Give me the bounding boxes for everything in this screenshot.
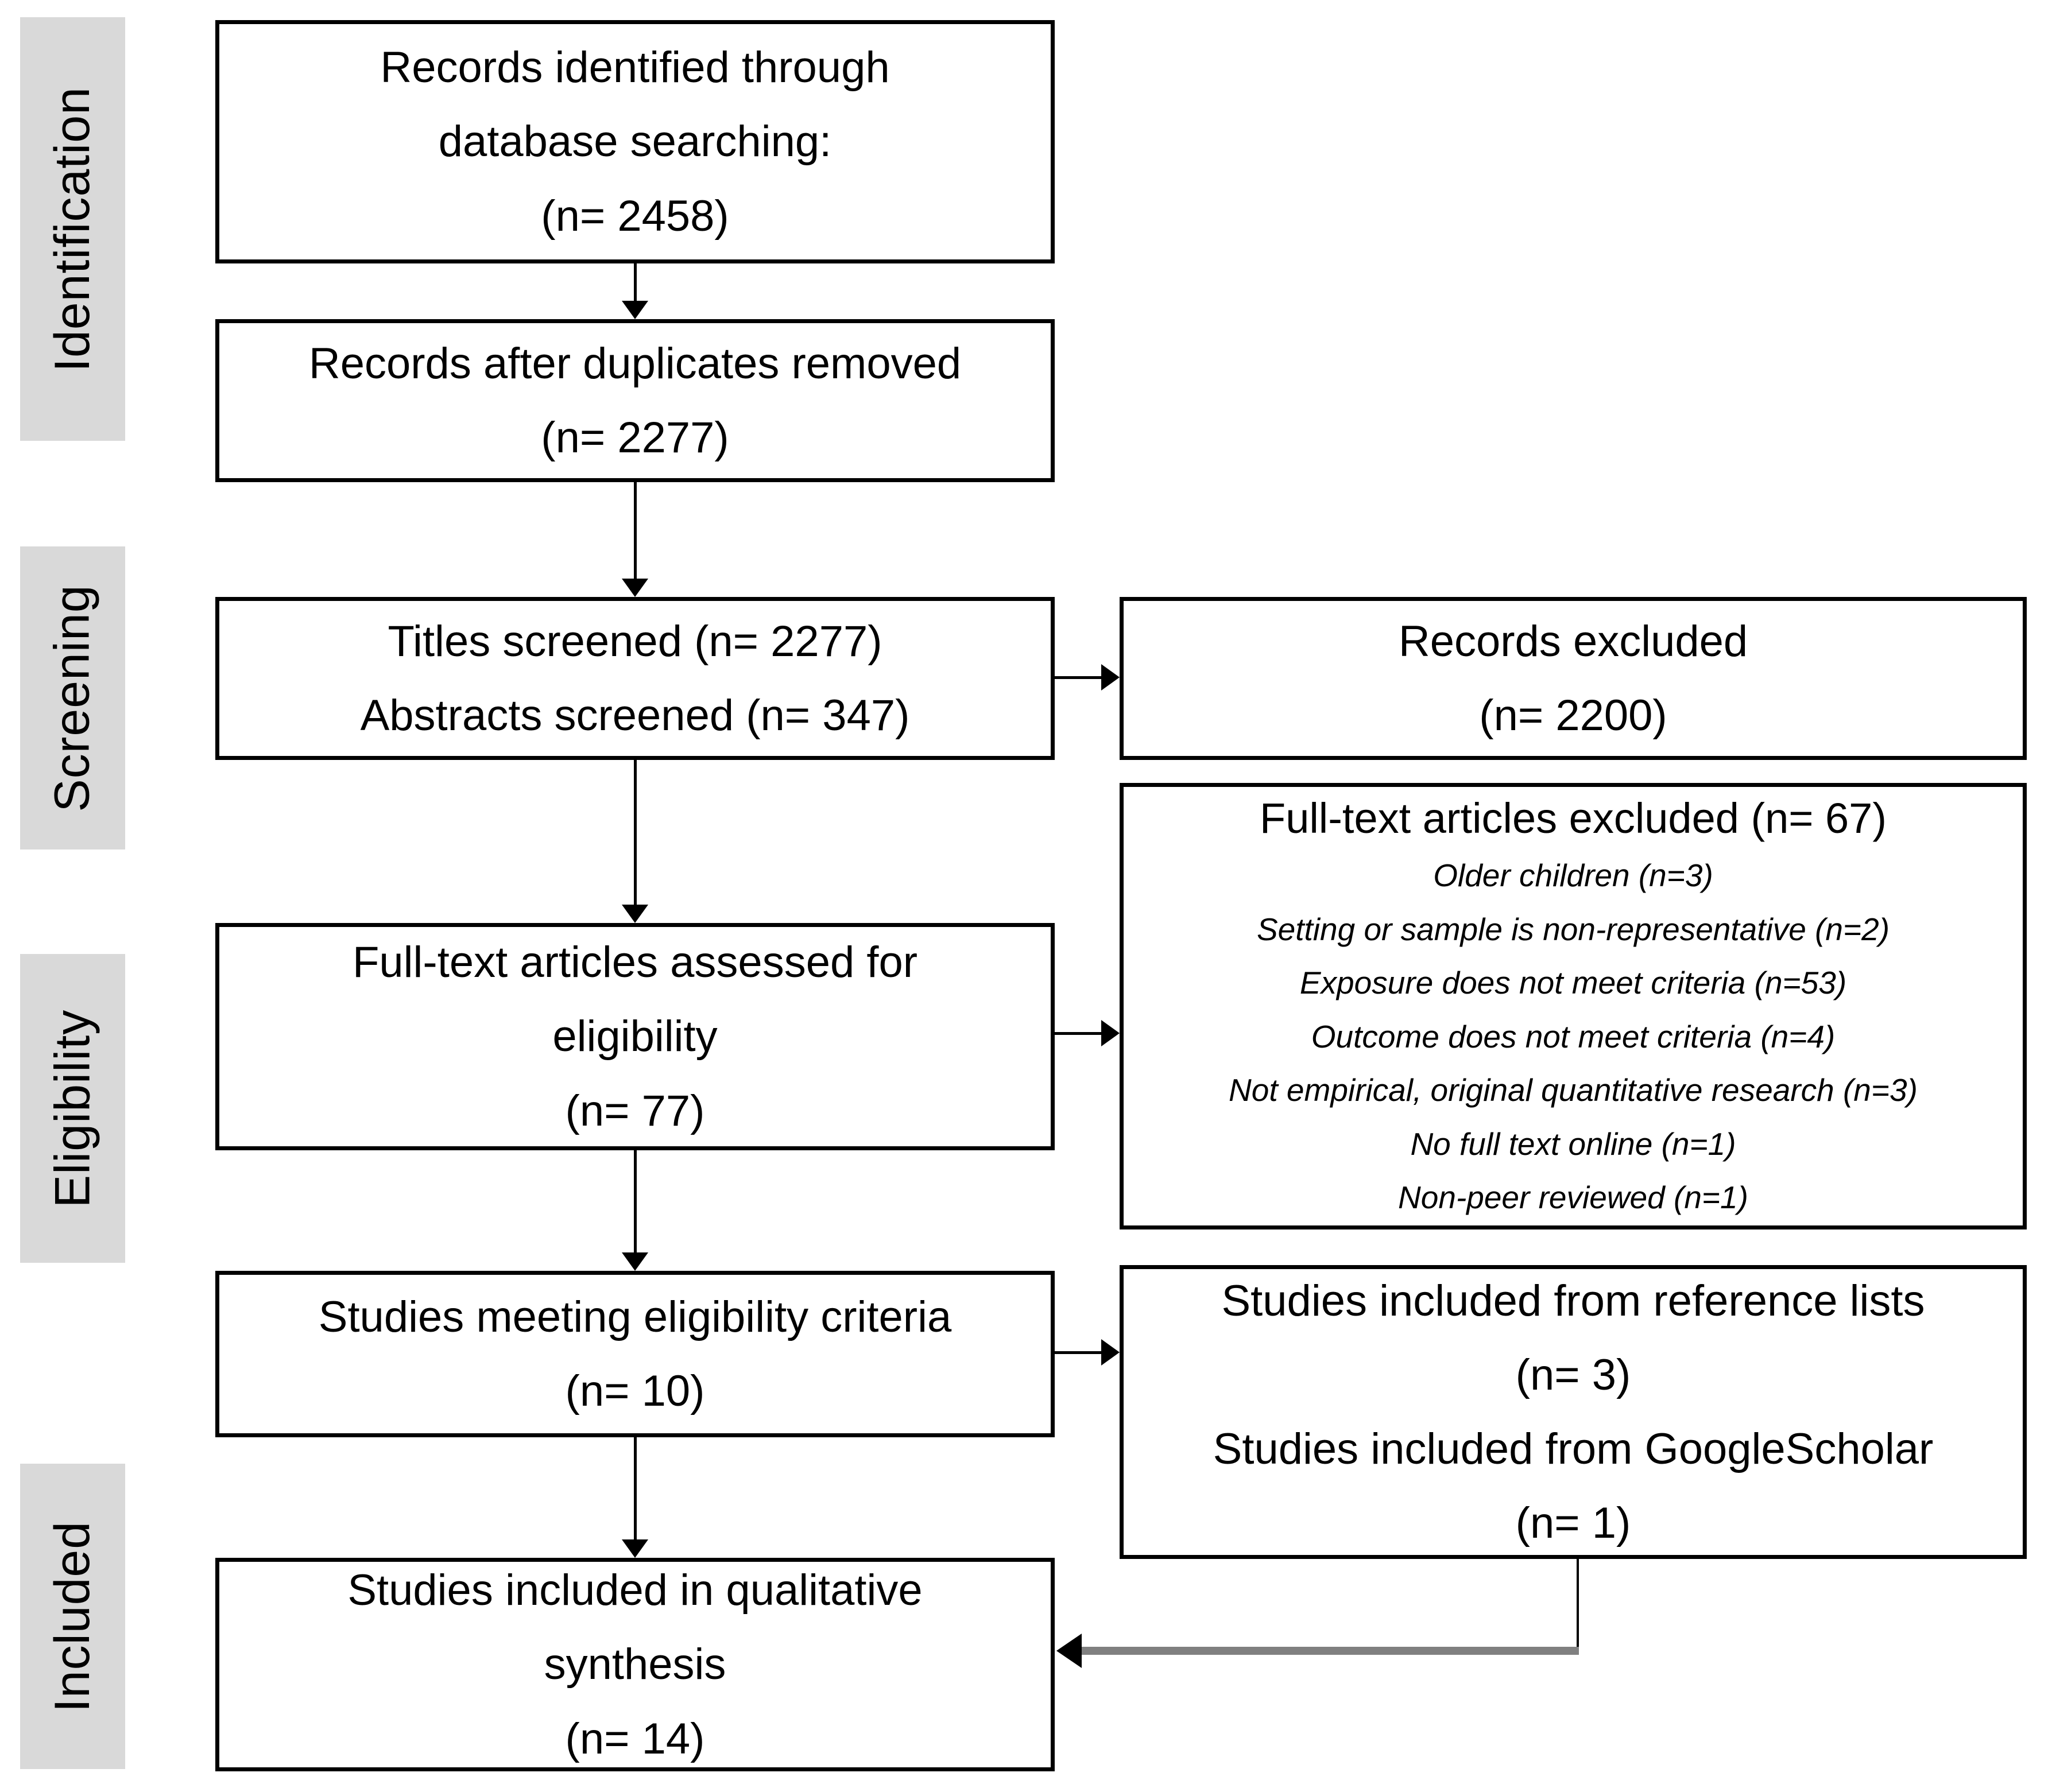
exclusion-reason: No full text online (n=1) <box>1410 1126 1736 1162</box>
box-text-line: Studies included from reference lists <box>1221 1276 1925 1325</box>
exclusion-reason: Not empirical, original quantitative res… <box>1229 1072 1918 1108</box>
box-text-line: Studies meeting eligibility criteria <box>318 1292 952 1341</box>
stage-label-text: Eligibility <box>45 1009 100 1208</box>
box-text-line: Studies included in qualitative <box>347 1566 923 1615</box>
box-text-line: Records after duplicates removed <box>308 339 962 388</box>
box-count: (n= 77) <box>565 1086 705 1135</box>
stage-label-text: Screening <box>45 584 100 812</box>
box-count: (n= 2277) <box>541 413 729 462</box>
exclusion-reason: Non-peer reviewed (n=1) <box>1398 1180 1748 1216</box>
exclusion-reason: Exposure does not meet criteria (n=53) <box>1299 965 1847 1001</box>
stage-label-included: Included <box>20 1464 125 1769</box>
stage-label-identification: Identification <box>20 17 125 441</box>
box-fulltext-excluded: Full-text articles excluded (n= 67) Olde… <box>1120 783 2027 1229</box>
box-additional-sources: Studies included from reference lists (n… <box>1120 1265 2027 1559</box>
exclusion-reason: Outcome does not meet criteria (n=4) <box>1311 1018 1836 1054</box>
box-text-line: synthesis <box>544 1640 726 1689</box>
box-count: (n= 1) <box>1515 1499 1631 1548</box>
box-text-line: database searching: <box>438 117 832 166</box>
box-count: (n= 14) <box>565 1714 705 1763</box>
box-titles-abstracts-screened: Titles screened (n= 2277) Abstracts scre… <box>215 597 1055 760</box>
stage-label-eligibility: Eligibility <box>20 954 125 1263</box>
box-count: (n= 2200) <box>1479 691 1667 740</box>
box-text-line: Titles screened (n= 2277) <box>388 616 882 666</box>
box-count: (n= 3) <box>1515 1350 1631 1399</box>
box-studies-eligible: Studies meeting eligibility criteria (n=… <box>215 1271 1055 1437</box>
stage-label-text: Included <box>45 1521 100 1712</box>
box-text-line: eligibility <box>552 1012 718 1061</box>
box-text-line: Full-text articles assessed for <box>352 938 918 987</box>
box-text-line: Records excluded <box>1398 616 1748 666</box>
box-records-identified: Records identified through database sear… <box>215 20 1055 263</box>
stage-label-screening: Screening <box>20 546 125 850</box>
box-text-line: Studies included from GoogleScholar <box>1213 1425 1934 1473</box>
box-records-excluded: Records excluded (n= 2200) <box>1120 597 2027 760</box>
box-qualitative-synthesis: Studies included in qualitative synthesi… <box>215 1558 1055 1771</box>
box-fulltext-assessed: Full-text articles assessed for eligibil… <box>215 923 1055 1150</box>
fulltext-excluded-title: Full-text articles excluded (n= 67) <box>1260 794 1887 843</box>
box-text-line: Abstracts screened (n= 347) <box>360 691 910 740</box>
exclusion-reason: Older children (n=3) <box>1433 858 1713 894</box>
box-count: (n= 2458) <box>541 191 729 241</box>
box-records-deduplicated: Records after duplicates removed (n= 227… <box>215 319 1055 482</box>
box-text-line: Records identified through <box>380 43 890 92</box>
exclusion-reason: Setting or sample is non-representative … <box>1256 911 1890 947</box>
stage-label-text: Identification <box>45 86 100 372</box>
box-count: (n= 10) <box>565 1367 705 1415</box>
